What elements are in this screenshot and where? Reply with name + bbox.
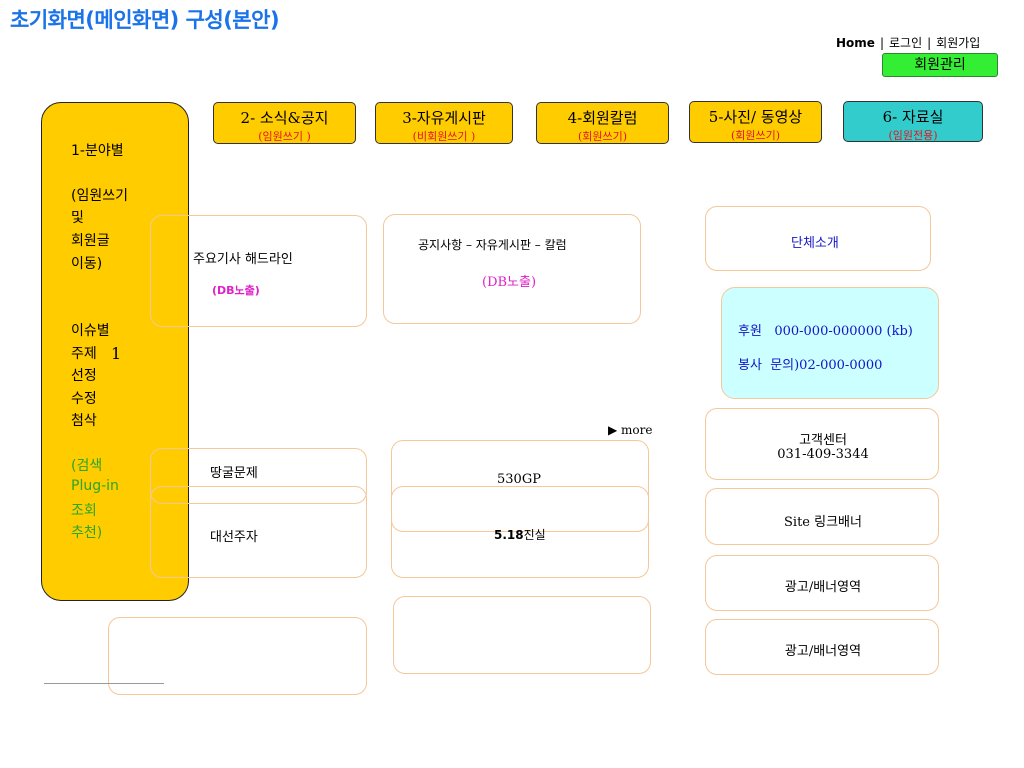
- notice-title: 공지사항 – 자유게시판 – 칼럼: [418, 238, 567, 252]
- login-link[interactable]: 로그인: [888, 36, 923, 50]
- tab-label: 3-자유게시판: [402, 109, 486, 127]
- sidebar-text: 추천): [71, 525, 103, 541]
- tab-label: 2- 소식&공지: [240, 109, 329, 127]
- signup-link[interactable]: 회원가입: [936, 36, 981, 50]
- member-admin-button[interactable]: 회원관리: [882, 53, 998, 77]
- empty-box-center[interactable]: [393, 596, 651, 674]
- issue-label: 땅굴문제: [210, 466, 258, 481]
- center-label: 530GP: [497, 472, 541, 487]
- site-banner-box[interactable]: Site 링크배너: [705, 488, 939, 545]
- sidebar-text: 수정: [71, 391, 97, 407]
- tab-sub: (회원쓰기): [730, 129, 781, 142]
- ad-banner-box-1[interactable]: 광고/배너영역: [705, 555, 939, 611]
- empty-box-left[interactable]: [108, 617, 367, 695]
- sponsor-account: 000-000-000000 (kb): [774, 324, 913, 339]
- sidebar-text: 이동): [71, 256, 103, 272]
- notice-sub: (DB노출): [482, 275, 537, 290]
- ad-banner-label: 광고/배너영역: [784, 580, 862, 595]
- tab-sub: (회원쓰기): [577, 130, 628, 143]
- tab-label: 4-회원칼럼: [567, 109, 638, 127]
- headline-sub: (DB노출): [212, 284, 260, 297]
- top-links: Home | 로그인 | 회원가입: [836, 34, 980, 51]
- center-box-2[interactable]: 5.18진실: [391, 486, 649, 578]
- sidebar-text: 1-분야별: [71, 143, 124, 159]
- ad-banner-label: 광고/배너영역: [784, 644, 862, 659]
- headline-title: 주요기사 해드라인: [193, 252, 293, 267]
- sidebar-text: 이슈별: [71, 323, 110, 339]
- sidebar-text: 선정: [71, 368, 97, 384]
- site-banner-label: Site 링크배너: [784, 515, 862, 530]
- ad-banner-box-2[interactable]: 광고/배너영역: [705, 619, 939, 675]
- sponsor-label: 후원: [738, 324, 762, 339]
- sidebar-text: 주제: [71, 346, 97, 362]
- headline-box[interactable]: 주요기사 해드라인 (DB노출): [150, 215, 367, 327]
- more-link[interactable]: ▶ more: [608, 423, 653, 437]
- org-intro-label: 단체소개: [791, 236, 839, 251]
- sidebar-text: 첨삭: [71, 413, 97, 429]
- tab-archive[interactable]: 6- 자료실 (임원전용): [843, 101, 983, 142]
- tab-news-notice[interactable]: 2- 소식&공지 (임원쓰기 ): [213, 102, 356, 144]
- separator: |: [879, 36, 884, 50]
- tab-sub: (임원쓰기 ): [258, 130, 311, 143]
- volunteer-label: 봉사: [738, 358, 762, 373]
- sidebar-text: 및: [71, 210, 84, 226]
- page-title: 초기화면(메인화면) 구성(본안): [10, 8, 280, 32]
- center-label-rest: 진실: [523, 528, 546, 542]
- issue-label: 대선주자: [210, 530, 258, 545]
- sidebar-text: (검색: [71, 458, 103, 474]
- tab-label: 5-사진/ 동영상: [708, 108, 803, 126]
- customer-center-title: 고객센터: [799, 433, 847, 448]
- sponsor-line-1: 후원 000-000-000000 (kb): [738, 320, 913, 339]
- tab-sub: (임원전용): [888, 129, 938, 142]
- sidebar-category[interactable]: 1-분야별 (임원쓰기 및 회원글 이동) 이슈별 주제 1 선정 수정 첨삭 …: [41, 102, 189, 601]
- volunteer-contact: 문의)02-000-0000: [770, 358, 883, 373]
- sidebar-text: 조회: [71, 503, 97, 519]
- sponsor-line-2: 봉사 문의)02-000-0000: [738, 354, 882, 373]
- sidebar-text: Plug-in: [71, 478, 119, 494]
- separator: |: [927, 36, 932, 50]
- sidebar-text: (임원쓰기: [71, 188, 128, 204]
- center-box-1[interactable]: 530GP: [391, 440, 649, 532]
- center-label-bold: 5.18: [494, 528, 524, 542]
- issue-box-1[interactable]: 땅굴문제: [150, 448, 367, 504]
- sidebar-number: 1: [111, 344, 122, 363]
- issue-box-2[interactable]: 대선주자: [150, 486, 367, 578]
- tab-label: 6- 자료실: [882, 108, 944, 126]
- tab-member-column[interactable]: 4-회원칼럼 (회원쓰기): [536, 102, 669, 144]
- tab-photo-video[interactable]: 5-사진/ 동영상 (회원쓰기): [689, 101, 822, 143]
- home-link[interactable]: Home: [836, 36, 875, 50]
- customer-center-box[interactable]: 고객센터 031-409-3344: [705, 408, 939, 480]
- notice-box[interactable]: 공지사항 – 자유게시판 – 칼럼 (DB노출): [383, 214, 641, 324]
- sidebar-text: 회원글: [71, 233, 110, 249]
- tab-free-board[interactable]: 3-자유게시판 (비회원쓰기 ): [375, 102, 513, 144]
- customer-center-phone: 031-409-3344: [777, 447, 869, 462]
- divider-line: [44, 683, 164, 684]
- sponsor-box[interactable]: 후원 000-000-000000 (kb) 봉사 문의)02-000-0000: [721, 287, 939, 399]
- tab-sub: (비회원쓰기 ): [412, 130, 476, 143]
- org-intro-box[interactable]: 단체소개: [705, 206, 931, 271]
- center-label: 5.18진실: [494, 526, 546, 543]
